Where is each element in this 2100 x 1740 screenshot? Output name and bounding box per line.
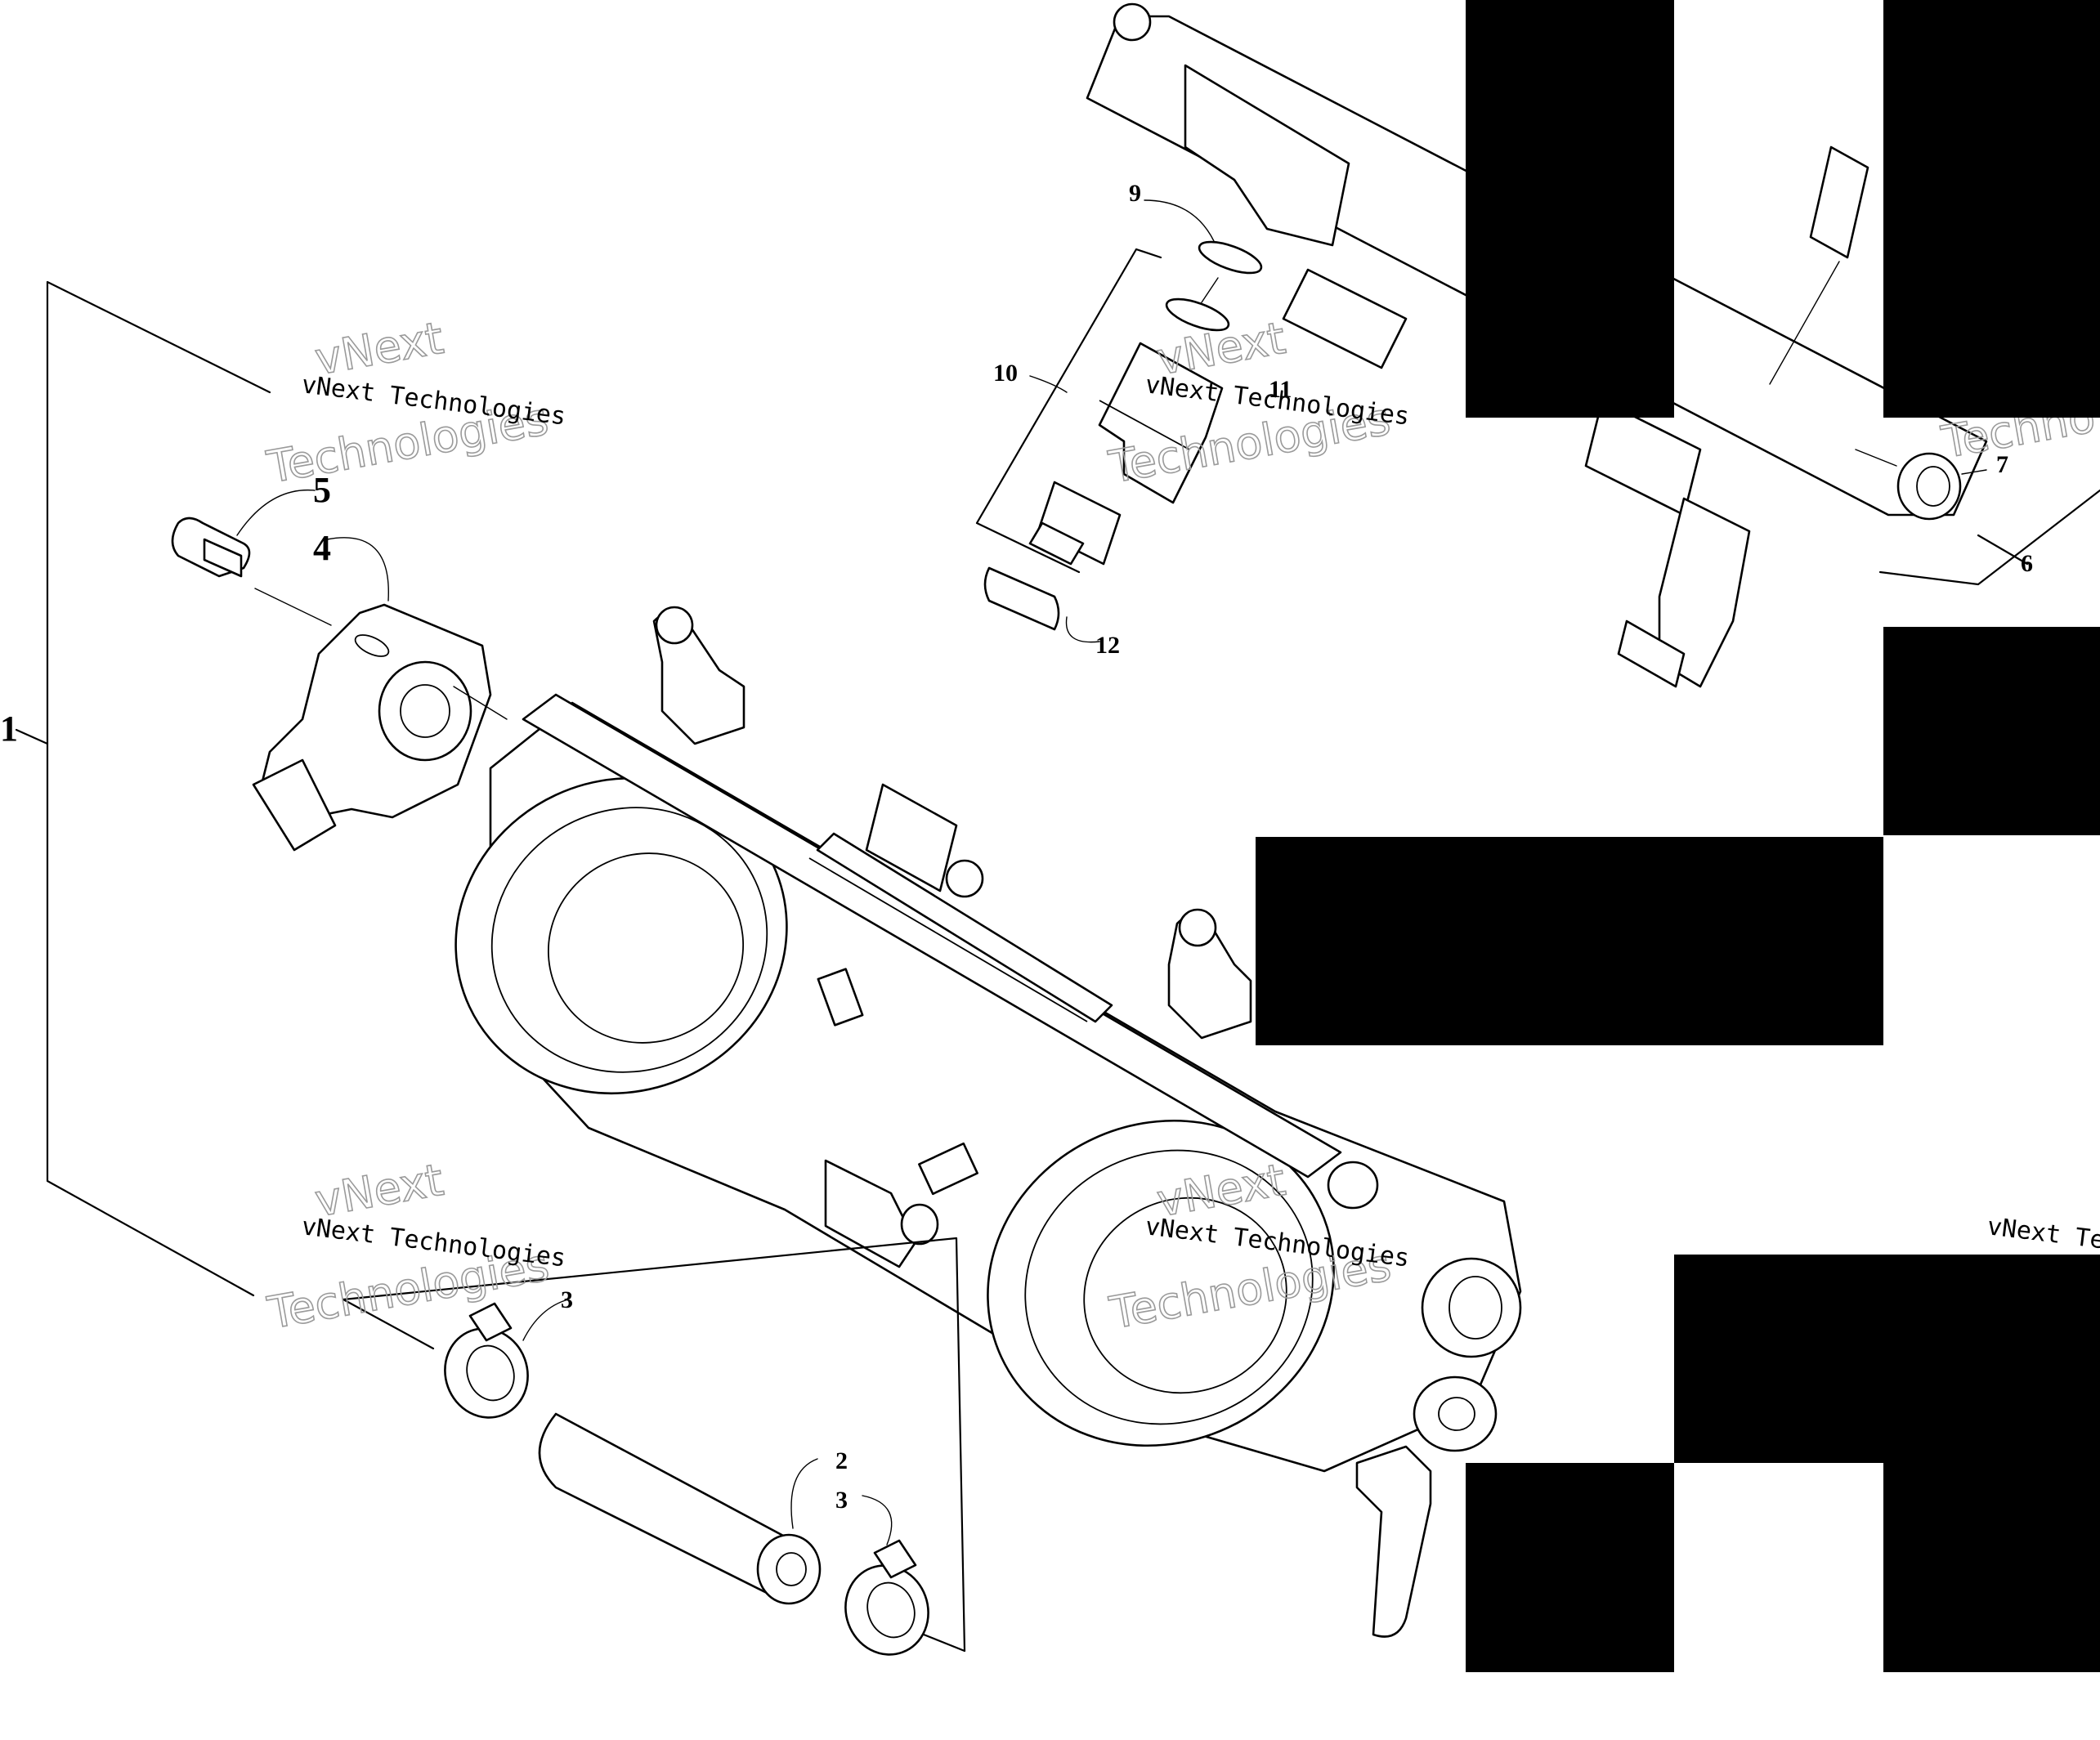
callout-3-upper: 3 <box>561 1286 573 1313</box>
callout-4: 4 <box>313 528 331 568</box>
callout-9: 9 <box>1129 180 1141 207</box>
part-6-bracket <box>1878 489 2100 586</box>
callout-1: 1 <box>0 709 18 749</box>
callout-12: 12 <box>1095 632 1120 659</box>
redaction-block <box>1883 627 2100 835</box>
part-5-bolt <box>171 489 332 626</box>
hose-group-bracket <box>342 1237 966 1653</box>
redaction-block <box>1256 837 1883 1045</box>
throttle-body-assembly <box>454 606 1522 1638</box>
callout-3-lower: 3 <box>835 1487 848 1514</box>
part-3-upper-hose-clamp <box>444 1299 569 1419</box>
part-4-throttle-position-sensor <box>252 537 508 852</box>
redaction-blocks <box>1256 0 2100 1672</box>
callout-5: 5 <box>313 470 331 510</box>
redaction-block <box>1674 1255 2100 1463</box>
callout-10: 10 <box>993 360 1018 387</box>
callout-11: 11 <box>1269 376 1292 403</box>
redaction-block <box>1466 1463 1674 1672</box>
redaction-block <box>1883 0 2100 418</box>
assembly-bracket-1 <box>15 280 271 1297</box>
part-9-o-ring <box>1144 199 1263 275</box>
part-2-hose <box>538 1412 822 1605</box>
part-7-seal-ring <box>1855 449 1987 521</box>
part-3-lower-hose-clamp <box>844 1495 929 1656</box>
part-12-seal <box>983 566 1100 643</box>
part-11-o-ring <box>1165 277 1230 332</box>
watermark-fragment-line: vNext Te <box>1986 1212 2100 1255</box>
part-10-fuel-injector <box>1028 342 1224 566</box>
redaction-block <box>1466 0 1674 418</box>
callout-2: 2 <box>835 1447 848 1474</box>
part-10-bracket <box>975 248 1162 574</box>
callouts: 1 2 3 3 4 5 6 7 9 10 11 12 <box>0 180 2033 1514</box>
redaction-block <box>1883 1463 2100 1672</box>
callout-6: 6 <box>2021 550 2033 577</box>
callout-7: 7 <box>1996 451 2008 478</box>
